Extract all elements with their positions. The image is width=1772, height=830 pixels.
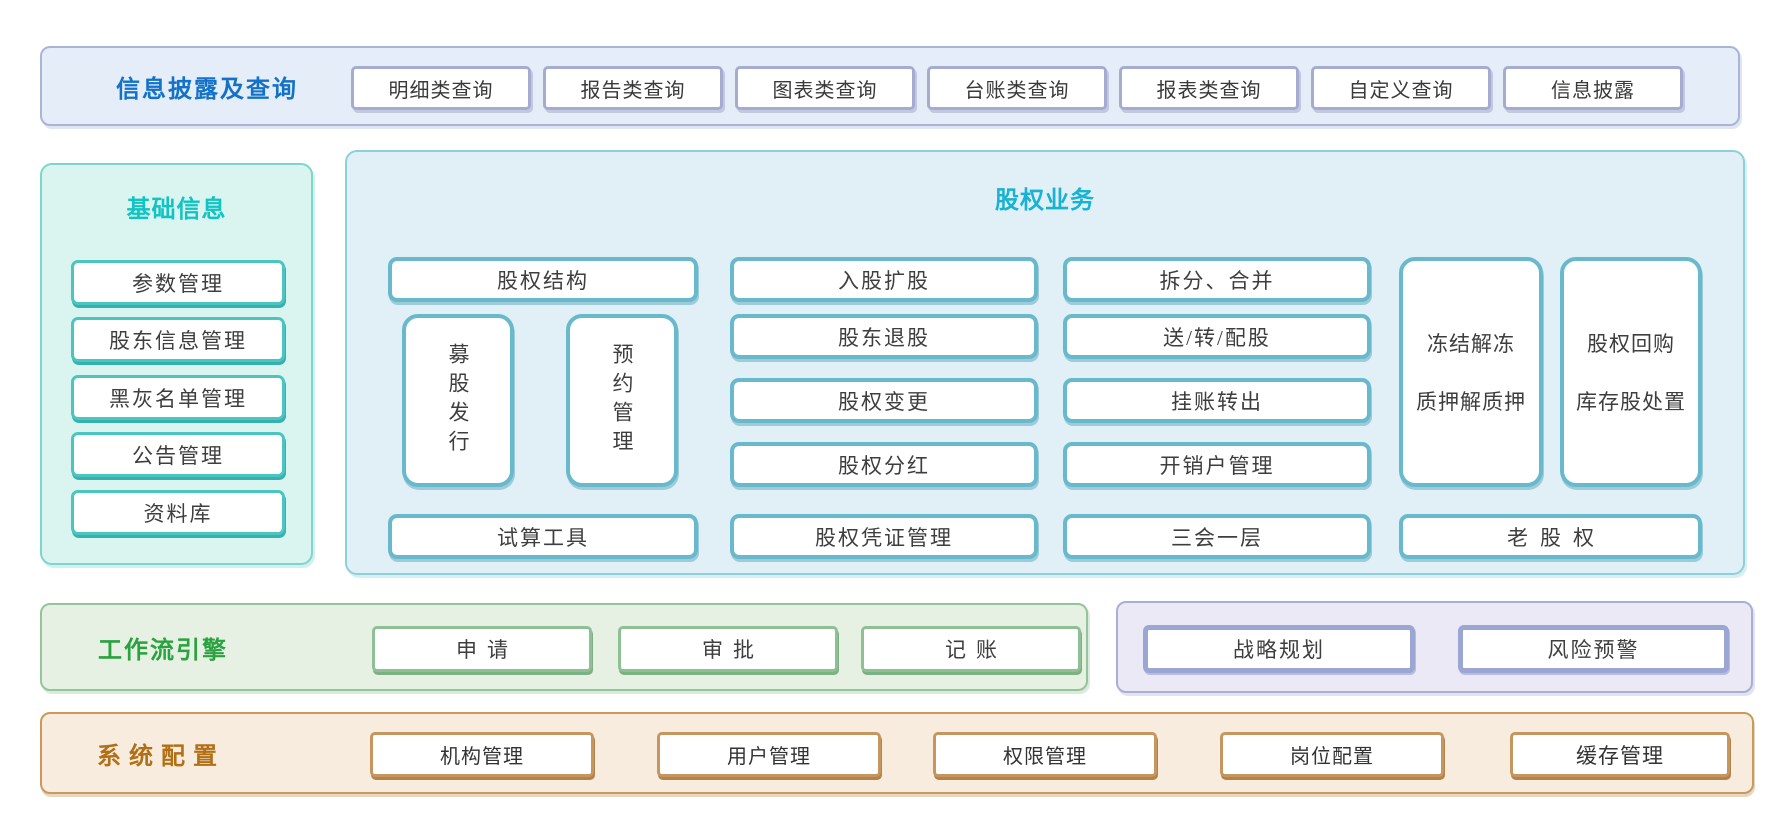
equity-business-panel: 股权业务 股权结构 募股发行 预约管理 试算工具 入股扩股 股东退股 股权变更 … [345,150,1745,575]
workflow-step-approve[interactable]: 审批 [618,626,838,672]
query-button-ledger[interactable]: 台账类查询 [927,66,1107,110]
basic-shareholder-info[interactable]: 股东信息管理 [71,317,285,362]
query-button-statement[interactable]: 报表类查询 [1119,66,1299,110]
config-user-management[interactable]: 用户管理 [657,732,881,777]
query-button-custom[interactable]: 自定义查询 [1311,66,1491,110]
box-reservation-management[interactable]: 预约管理 [566,314,678,487]
system-config-panel: 系统配置 机构管理 用户管理 权限管理 岗位配置 缓存管理 [40,712,1754,794]
box-join-expand-shares[interactable]: 入股扩股 [730,257,1038,302]
box-risk-warning[interactable]: 风险预警 [1458,625,1729,673]
box-shareholder-withdrawal[interactable]: 股东退股 [730,314,1038,359]
box-split-merge[interactable]: 拆分、合并 [1063,257,1371,302]
workflow-step-apply[interactable]: 申请 [372,626,592,672]
basic-black-gray-list[interactable]: 黑灰名单管理 [71,375,285,420]
workflow-engine-title: 工作流引擎 [98,636,228,664]
button-info-disclosure[interactable]: 信息披露 [1503,66,1683,110]
config-post-configuration[interactable]: 岗位配置 [1220,732,1444,777]
equity-buyback-label: 股权回购 [1587,332,1675,356]
box-buyback-treasury-shares[interactable]: 股权回购 库存股处置 [1560,257,1702,487]
box-trial-calculation-tool[interactable]: 试算工具 [388,514,698,559]
system-config-title: 系统配置 [97,742,225,770]
basic-info-title: 基础信息 [126,196,227,223]
info-disclosure-query-title: 信息披露及查询 [116,75,298,103]
box-bonus-transfer-allot[interactable]: 送/转/配股 [1063,314,1371,359]
query-button-report[interactable]: 报告类查询 [543,66,723,110]
box-freeze-unfreeze-pledge[interactable]: 冻结解冻 质押解质押 [1399,257,1543,487]
strategy-risk-panel: 战略规划 风险预警 [1116,601,1753,693]
basic-announcement-management[interactable]: 公告管理 [71,432,285,477]
query-button-chart[interactable]: 图表类查询 [735,66,915,110]
info-disclosure-query-panel: 信息披露及查询 明细类查询 报告类查询 图表类查询 台账类查询 报表类查询 自定… [40,46,1740,126]
basic-info-panel: 基础信息 参数管理 股东信息管理 黑灰名单管理 公告管理 资料库 [40,163,313,565]
equity-business-title: 股权业务 [995,187,1095,214]
treasury-disposal-label: 库存股处置 [1576,390,1686,414]
config-cache-management[interactable]: 缓存管理 [1510,732,1730,777]
pledge-release-label: 质押解质押 [1416,390,1526,414]
workflow-engine-panel: 工作流引擎 申请 审批 记账 [40,603,1088,691]
box-old-equity[interactable]: 老股权 [1399,514,1702,559]
basic-data-repository[interactable]: 资料库 [71,490,285,535]
box-equity-structure[interactable]: 股权结构 [388,257,698,302]
query-button-detail[interactable]: 明细类查询 [351,66,531,110]
box-share-offering-issue[interactable]: 募股发行 [402,314,514,487]
box-account-open-close-mgmt[interactable]: 开销户管理 [1063,442,1371,487]
box-pending-transfer-out[interactable]: 挂账转出 [1063,378,1371,423]
basic-parameter-management[interactable]: 参数管理 [71,260,285,305]
workflow-step-bookkeeping[interactable]: 记账 [861,626,1081,672]
box-equity-dividend[interactable]: 股权分红 [730,442,1038,487]
box-three-boards-one-level[interactable]: 三会一层 [1063,514,1371,559]
box-strategic-planning[interactable]: 战略规划 [1143,625,1415,673]
config-permission-management[interactable]: 权限管理 [933,732,1157,777]
box-equity-certificate-mgmt[interactable]: 股权凭证管理 [730,514,1038,559]
freeze-unfreeze-label: 冻结解冻 [1427,332,1515,356]
config-org-management[interactable]: 机构管理 [370,732,594,777]
box-equity-change[interactable]: 股权变更 [730,378,1038,423]
